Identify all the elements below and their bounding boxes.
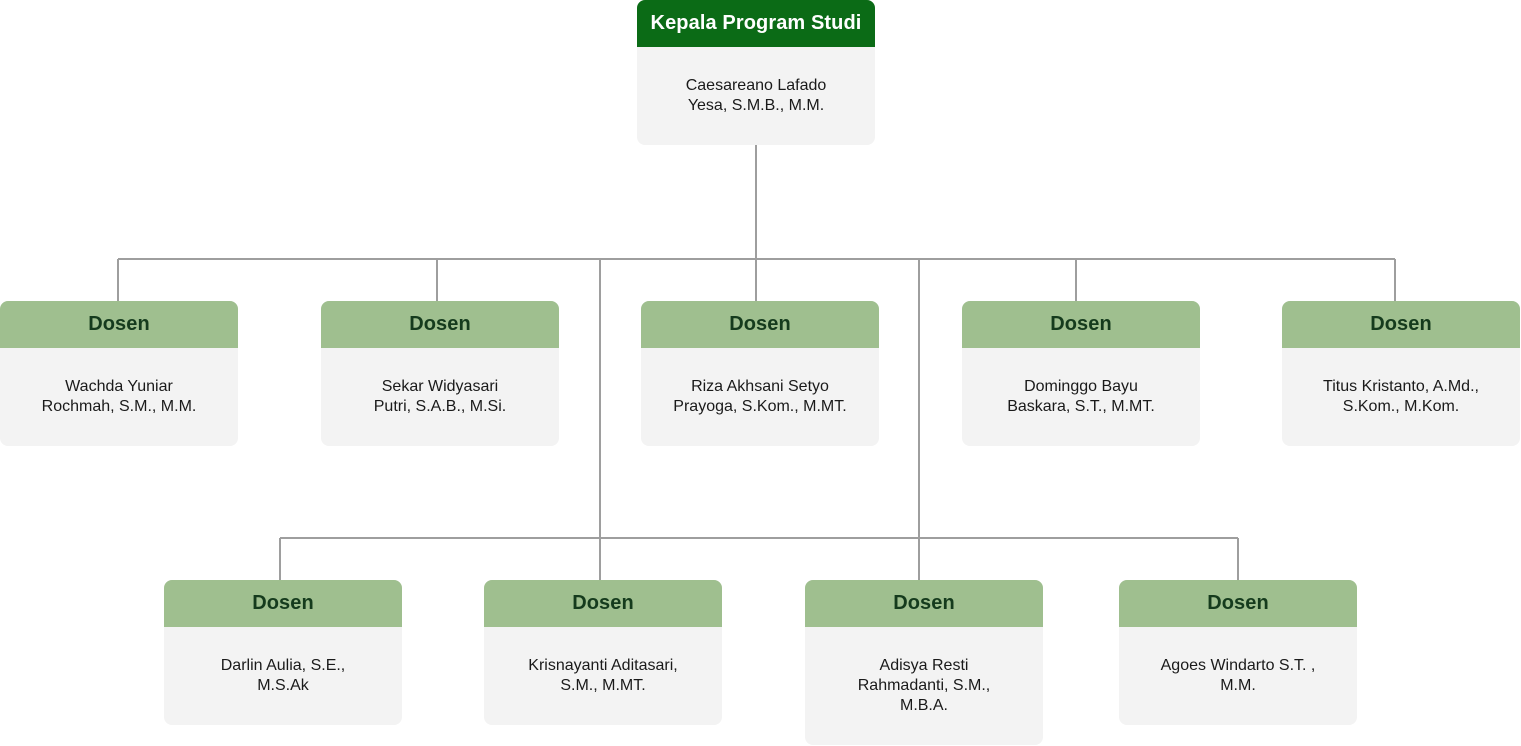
node-name-line: Rochmah, S.M., M.M. — [41, 398, 197, 415]
node-name-line: Prayoga, S.Kom., M.MT. — [673, 398, 847, 415]
node-title: Dosen — [1282, 301, 1520, 348]
node-title: Dosen — [641, 301, 879, 348]
node-title: Dosen — [962, 301, 1200, 348]
node-dosen-row1-3: Dosen Riza Akhsani Setyo Prayoga, S.Kom.… — [641, 301, 879, 446]
node-dosen-row1-5: Dosen Titus Kristanto, A.Md., S.Kom., M.… — [1282, 301, 1520, 446]
node-name-line: S.Kom., M.Kom. — [1342, 398, 1460, 415]
node-title: Dosen — [321, 301, 559, 348]
node-name-line: Dominggo Bayu — [1024, 378, 1138, 395]
node-name-line: Caesareano Lafado — [685, 77, 827, 94]
node-name-line: Putri, S.A.B., M.Si. — [373, 398, 507, 415]
node-name-line: M.M. — [1220, 677, 1256, 694]
node-name-line: Wachda Yuniar — [65, 378, 173, 395]
node-name-line: Rahmadanti, S.M., — [857, 677, 991, 694]
node-name: Dominggo Bayu Baskara, S.T., M.MT. — [962, 348, 1200, 446]
node-name-line: Darlin Aulia, S.E., — [220, 657, 346, 674]
node-name-line: Agoes Windarto S.T. , — [1160, 657, 1316, 674]
node-name-line: Yesa, S.M.B., M.M. — [687, 97, 825, 114]
node-dosen-row1-1: Dosen Wachda Yuniar Rochmah, S.M., M.M. — [0, 301, 238, 446]
node-name-line: Adisya Resti — [879, 657, 969, 674]
node-title: Dosen — [484, 580, 722, 627]
node-name-line: Baskara, S.T., M.MT. — [1007, 398, 1155, 415]
node-name: Adisya Resti Rahmadanti, S.M., M.B.A. — [805, 627, 1043, 745]
node-dosen-row2-4: Dosen Agoes Windarto S.T. , M.M. — [1119, 580, 1357, 725]
node-dosen-row1-2: Dosen Sekar Widyasari Putri, S.A.B., M.S… — [321, 301, 559, 446]
node-dosen-row1-4: Dosen Dominggo Bayu Baskara, S.T., M.MT. — [962, 301, 1200, 446]
node-dosen-row2-2: Dosen Krisnayanti Aditasari, S.M., M.MT. — [484, 580, 722, 725]
node-name: Titus Kristanto, A.Md., S.Kom., M.Kom. — [1282, 348, 1520, 446]
node-dosen-row2-1: Dosen Darlin Aulia, S.E., M.S.Ak — [164, 580, 402, 725]
node-name-line: Sekar Widyasari — [381, 378, 499, 395]
node-name: Wachda Yuniar Rochmah, S.M., M.M. — [0, 348, 238, 446]
node-title: Kepala Program Studi — [637, 0, 875, 47]
node-name: Krisnayanti Aditasari, S.M., M.MT. — [484, 627, 722, 725]
node-name: Darlin Aulia, S.E., M.S.Ak — [164, 627, 402, 725]
node-kepala-program-studi: Kepala Program Studi Caesareano Lafado Y… — [637, 0, 875, 145]
node-name-line: S.M., M.MT. — [560, 677, 646, 694]
node-name: Sekar Widyasari Putri, S.A.B., M.Si. — [321, 348, 559, 446]
node-name: Agoes Windarto S.T. , M.M. — [1119, 627, 1357, 725]
node-name-line: Titus Kristanto, A.Md., — [1323, 378, 1479, 395]
node-name-line: M.S.Ak — [257, 677, 309, 694]
node-title: Dosen — [805, 580, 1043, 627]
node-title: Dosen — [1119, 580, 1357, 627]
node-name: Caesareano Lafado Yesa, S.M.B., M.M. — [637, 47, 875, 145]
node-name: Riza Akhsani Setyo Prayoga, S.Kom., M.MT… — [641, 348, 879, 446]
node-title: Dosen — [164, 580, 402, 627]
node-name-line: Krisnayanti Aditasari, — [528, 657, 678, 674]
node-name-line: Riza Akhsani Setyo — [691, 378, 829, 395]
node-title: Dosen — [0, 301, 238, 348]
node-dosen-row2-3: Dosen Adisya Resti Rahmadanti, S.M., M.B… — [805, 580, 1043, 745]
node-name-line: M.B.A. — [899, 697, 948, 714]
